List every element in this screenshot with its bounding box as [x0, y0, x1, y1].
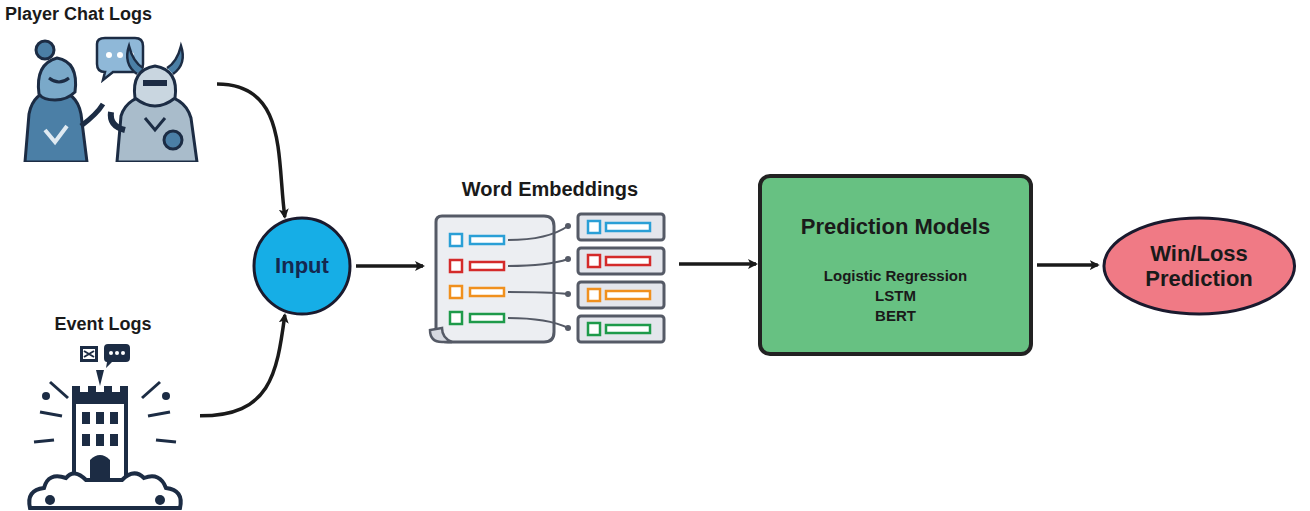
model-name: Logistic Regression	[824, 266, 967, 286]
embedding-node: Word Embeddings	[425, 178, 675, 350]
source-heading: Player Chat Logs	[5, 4, 215, 25]
flow-arrow	[679, 262, 756, 266]
chat-illustration	[5, 34, 210, 162]
output-label: Win/Loss Prediction	[1134, 241, 1264, 292]
process-box: Prediction ModelsLogistic RegressionLSTM…	[758, 174, 1033, 356]
embedding-illustration	[428, 212, 673, 347]
model-name: BERT	[875, 306, 916, 326]
box-heading: Prediction Models	[801, 214, 990, 240]
flow-arrow	[356, 264, 423, 268]
flow-arrow	[217, 84, 285, 217]
model-name: LSTM	[875, 286, 916, 306]
section-heading: Word Embeddings	[425, 178, 675, 201]
flow-arrow	[200, 315, 285, 416]
source-heading: Event Logs	[8, 314, 198, 335]
source-node: Event Logs	[8, 314, 198, 508]
tower-illustration	[10, 342, 200, 511]
output-ellipse: Win/Loss Prediction	[1100, 216, 1299, 316]
flow-arrow	[1037, 263, 1098, 267]
input-label: Input	[275, 253, 329, 279]
source-node: Player Chat Logs	[5, 4, 215, 164]
input-circle: Input	[252, 216, 352, 316]
